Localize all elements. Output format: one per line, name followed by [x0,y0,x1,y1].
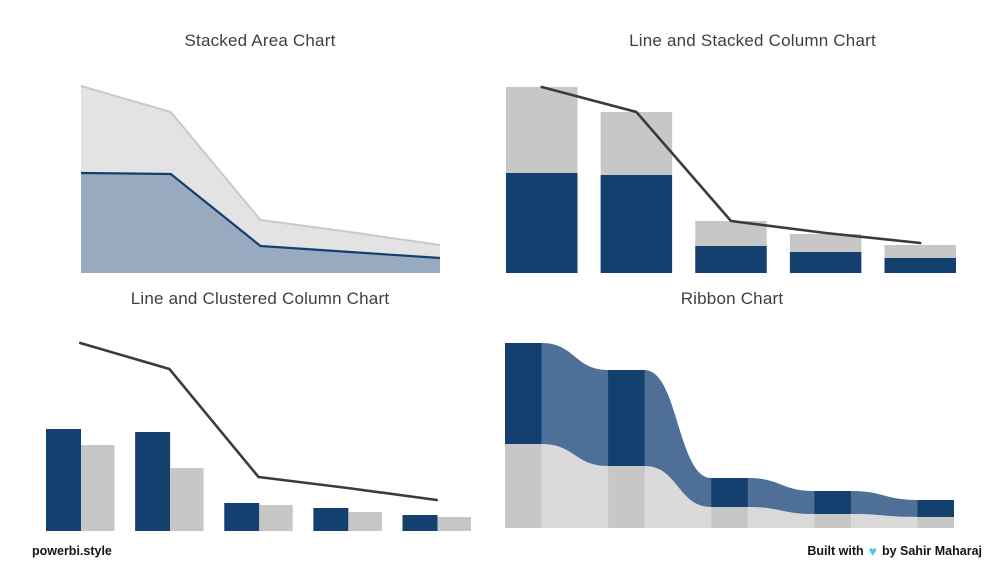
line-clustered-column-chart-canvas [46,341,471,531]
line-stacked-column-chart-title: Line and Stacked Column Chart [629,31,876,50]
built-with-text: Built with [807,544,864,558]
light-blue-heart-icon: ♥ [868,543,877,559]
author-text: by Sahir Maharaj [881,544,982,558]
ribbon-chart-title: Ribbon Chart [680,289,784,308]
line-stacked-column-chart-canvas [506,85,956,273]
stacked-area-chart-canvas [80,85,441,273]
powerbi-style-link[interactable]: powerbi.style [32,544,112,558]
ribbon-chart-canvas [505,343,954,528]
stacked-area-chart-title: Stacked Area Chart [184,31,336,50]
line-clustered-column-chart-title: Line and Clustered Column Chart [130,289,390,308]
built-with-credit-link[interactable]: Built with ♥ by Sahir Maharaj [807,544,982,558]
